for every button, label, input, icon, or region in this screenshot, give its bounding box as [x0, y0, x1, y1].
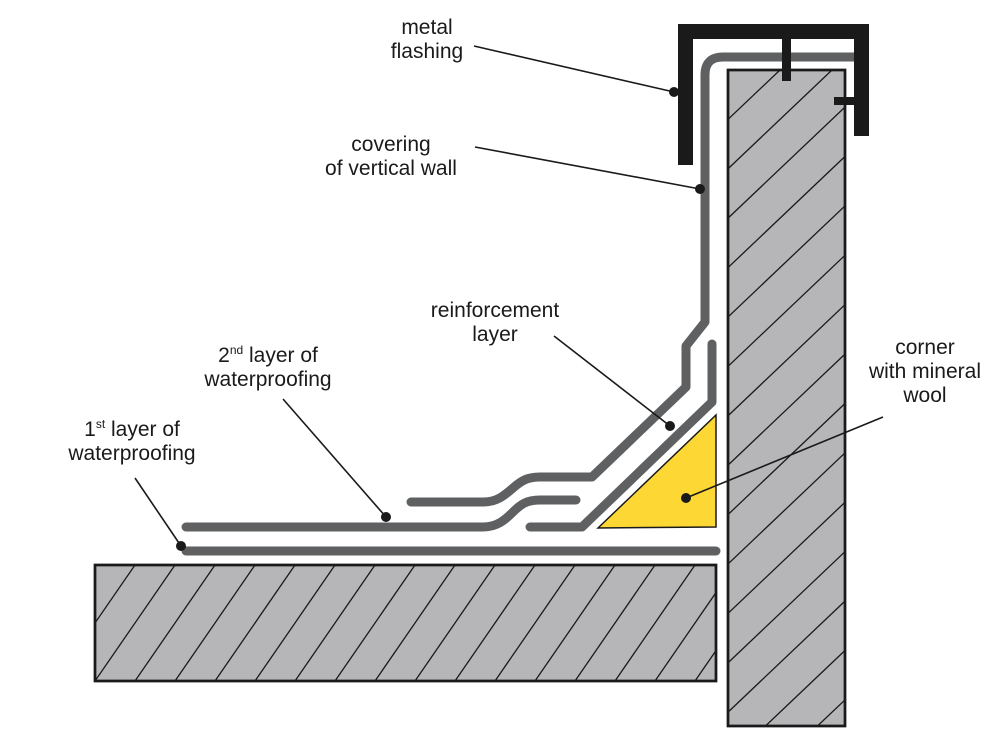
leader-dot-reinforcement: [665, 421, 675, 431]
hatch-line: [728, 106, 845, 220]
hatch-line: [134, 565, 216, 681]
label-second-layer-rest: layer of: [243, 344, 318, 367]
reinforcement-layer-strip: [525, 339, 717, 532]
hatch-line: [728, 600, 845, 714]
label-first-layer-line1: 1st layer of: [52, 418, 212, 442]
label-reinforcement: reinforcement layer: [410, 299, 580, 347]
hatch-line: [334, 565, 416, 681]
hatch-line: [654, 591, 716, 681]
label-second-layer-sup: nd: [229, 343, 244, 357]
leader-corner: [685, 416, 884, 499]
hatch-line: [254, 565, 336, 681]
hatch-line: [454, 565, 536, 681]
label-first-layer-num: 1: [84, 418, 96, 441]
label-second-layer-num: 2: [218, 344, 230, 367]
label-metal-flashing: metal flashing: [372, 16, 482, 64]
label-first-layer-rest: layer of: [105, 418, 180, 441]
wall-hatching: [728, 70, 845, 726]
metal-flashing: [678, 24, 869, 165]
leader-covering: [474, 146, 701, 190]
hatch-line: [614, 565, 696, 681]
hatch-line: [414, 565, 496, 681]
slab-hatching: [95, 565, 716, 681]
hatch-line: [574, 565, 656, 681]
label-corner-line1: corner: [895, 336, 955, 359]
leader-dot-metal-flashing: [669, 87, 679, 97]
hatch-line: [374, 565, 456, 681]
leader-first-layer: [134, 477, 182, 547]
leader-dot-first-layer: [176, 541, 186, 551]
second-waterproofing-layer: [181, 495, 581, 532]
leader-dot-corner: [681, 493, 691, 503]
leader-metal-flashing: [473, 45, 675, 93]
flashing-fastener-side: [834, 97, 855, 105]
flashing-fastener-top: [782, 39, 791, 81]
wall-body: [726, 68, 847, 728]
hatch-line: [95, 565, 136, 625]
label-first-layer-line2: waterproofing: [68, 442, 196, 465]
label-covering: covering of vertical wall: [306, 133, 476, 181]
slab-body: [93, 563, 718, 683]
label-reinforcement-line2: layer: [472, 323, 518, 346]
label-first-layer-sup: st: [95, 417, 106, 431]
hatch-line: [728, 353, 845, 467]
label-first-layer: 1st layer of waterproofing: [52, 418, 212, 466]
label-second-layer-line2: waterproofing: [204, 368, 332, 391]
label-covering-line2: of vertical wall: [325, 157, 457, 180]
label-metal-flashing-line1: metal: [401, 16, 453, 39]
label-second-layer: 2nd layer of waterproofing: [188, 344, 348, 392]
slab-outline: [93, 563, 718, 683]
label-corner-line3: wool: [903, 384, 947, 407]
hatch-line: [728, 155, 845, 269]
hatch-line: [214, 565, 296, 681]
concrete-slab: [93, 563, 718, 683]
label-corner: corner with mineral wool: [855, 336, 995, 408]
leader-reinforcement: [553, 335, 671, 427]
flashing-profile: [678, 24, 869, 165]
label-metal-flashing-line2: flashing: [390, 40, 464, 63]
hatch-line: [294, 565, 376, 681]
hatch-line: [694, 649, 716, 681]
vertical-wall-covering: [406, 52, 862, 507]
hatch-line: [728, 303, 845, 417]
leader-second-layer: [282, 398, 387, 518]
hatch-line: [534, 565, 616, 681]
label-reinforcement-line1: reinforcement: [430, 299, 560, 322]
leader-lines: [134, 45, 884, 551]
concrete-wall: [726, 68, 847, 728]
label-second-layer-line1: 2nd layer of: [188, 344, 348, 368]
leader-dot-second-layer: [381, 512, 391, 522]
hatch-line: [174, 565, 256, 681]
label-covering-line1: covering: [351, 133, 431, 156]
hatch-line: [95, 565, 176, 681]
hatch-line: [728, 550, 845, 664]
label-corner-line2: with mineral: [868, 360, 982, 383]
mineral-wool-fillet: [596, 413, 717, 529]
hatch-line: [494, 565, 576, 681]
leader-dot-covering: [695, 184, 705, 194]
hatch-line: [95, 565, 96, 567]
